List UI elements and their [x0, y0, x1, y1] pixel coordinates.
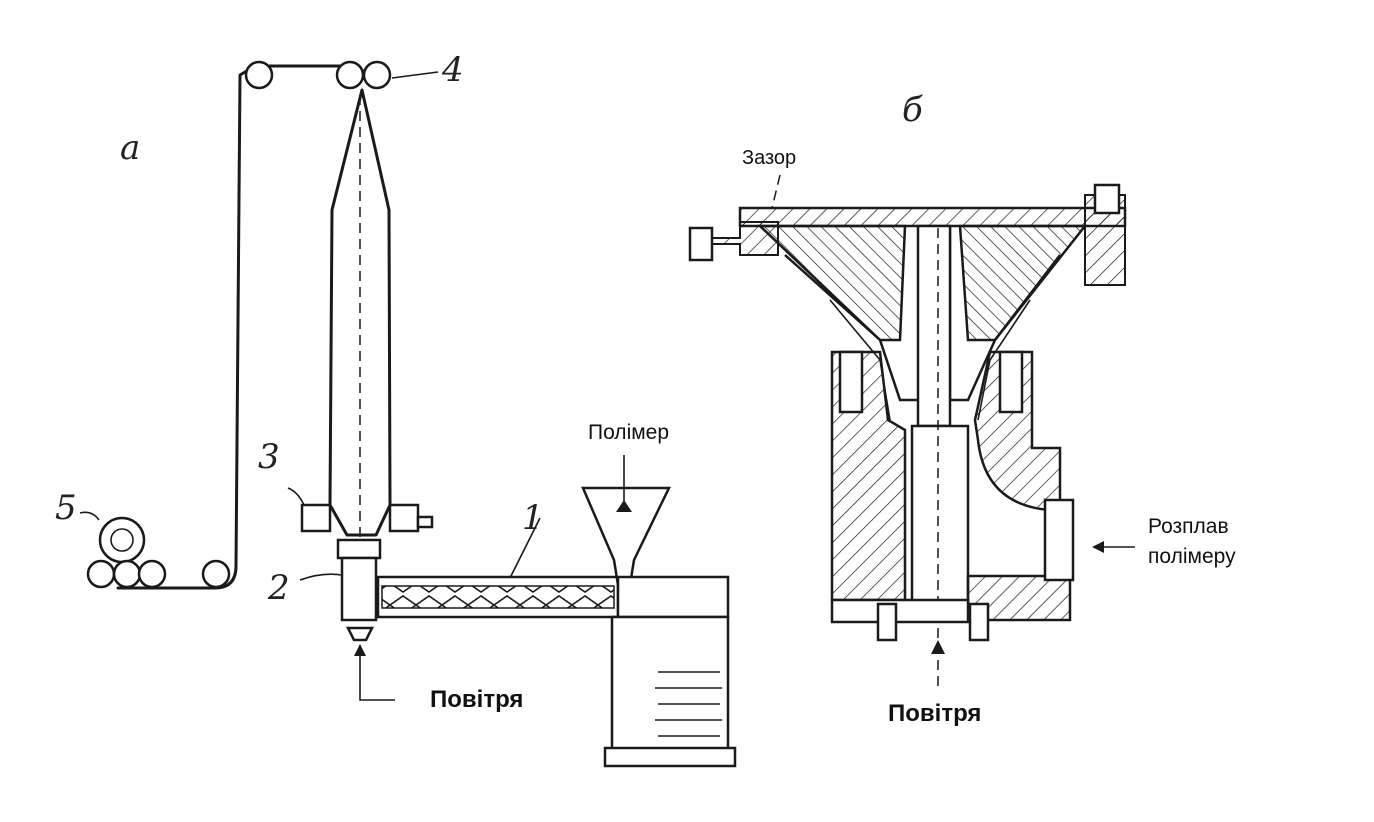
gap-label: Зазор	[742, 147, 797, 169]
marker-5-winder: 5	[55, 488, 77, 528]
polymer-label: Полімер	[588, 421, 670, 444]
marker-2-die-head: 2	[268, 568, 290, 608]
top-rollers-4	[244, 60, 439, 90]
die-top-plate	[688, 174, 1127, 286]
polymer-melt-label-line2: полімеру	[1148, 545, 1236, 568]
diagram-a-letter: а	[120, 128, 141, 168]
marker-3-cooling-ring: 3	[258, 437, 280, 477]
polymer-melt-label-line1: Розплав	[1148, 515, 1229, 538]
extruder-barrel-1	[376, 517, 620, 619]
film-bubble	[328, 88, 392, 540]
marker-4-nip-rollers: 4	[442, 50, 464, 90]
die-body	[830, 350, 1135, 642]
air-label-b: Повітря	[888, 700, 982, 727]
air-label-a: Повітря	[430, 686, 524, 713]
extruder-drive-base	[603, 575, 737, 768]
die-center-shaft	[910, 224, 970, 690]
marker-1-extruder: 1	[522, 498, 544, 538]
diagram-b-letter: б	[902, 90, 923, 130]
cooling-ring-3	[287, 487, 434, 533]
hopper	[581, 455, 671, 587]
die-head-2	[299, 538, 395, 701]
winding-roll-5	[79, 511, 231, 589]
